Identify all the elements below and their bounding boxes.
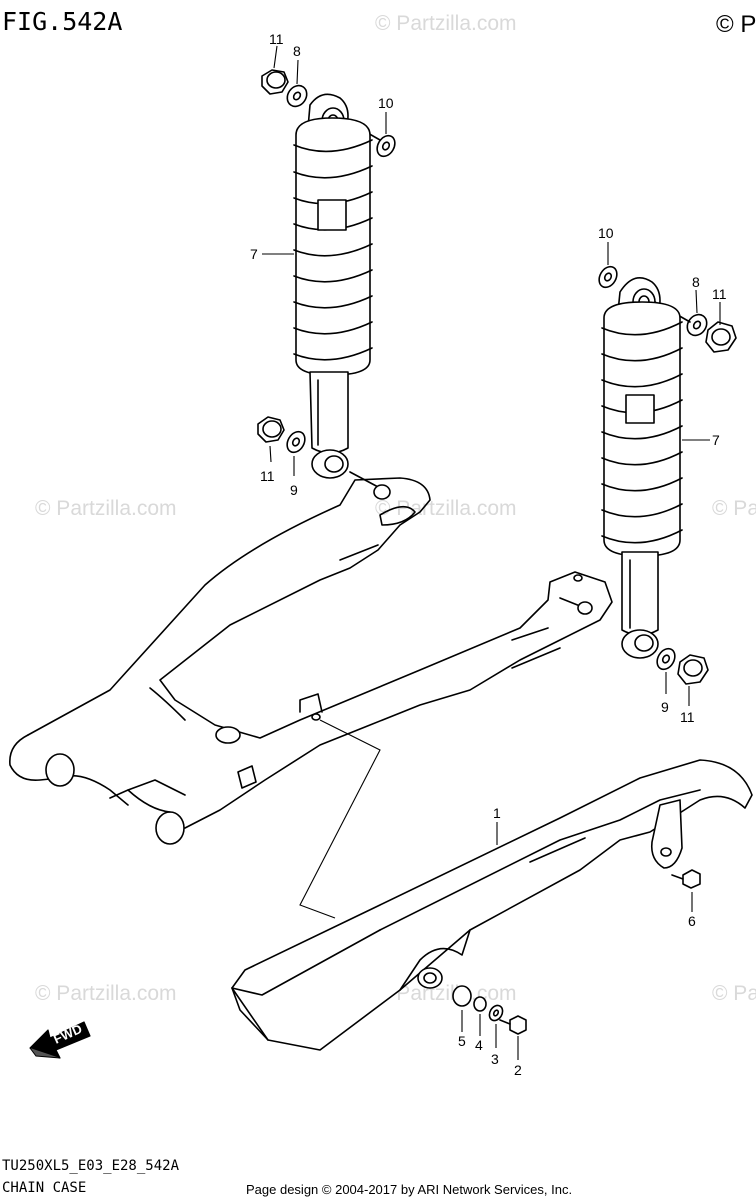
callout-cushion: 5 bbox=[458, 1033, 466, 1049]
section-name: CHAIN CASE bbox=[2, 1180, 86, 1196]
washer-icon bbox=[488, 1004, 504, 1022]
spring-coils bbox=[601, 301, 683, 557]
washer-icon bbox=[286, 430, 306, 454]
callout-washer: 8 bbox=[692, 274, 700, 290]
callout-bolt: 2 bbox=[514, 1062, 522, 1078]
watermark: © Partzilla.com bbox=[35, 497, 177, 520]
watermark: © Partzilla.com bbox=[375, 497, 517, 520]
bolt-icon bbox=[671, 869, 701, 889]
shock-absorber-left[interactable]: 11 8 10 7 11 9 bbox=[250, 31, 398, 498]
bolt-icon bbox=[499, 1015, 527, 1035]
collar-icon bbox=[473, 996, 487, 1012]
washer-icon bbox=[286, 84, 308, 108]
washer-icon bbox=[376, 134, 396, 158]
swingarm bbox=[9, 471, 613, 845]
chain-case[interactable]: 1 6 5 4 3 2 bbox=[231, 719, 753, 1078]
cap-nut-icon bbox=[261, 69, 289, 95]
callout-bolt: 6 bbox=[688, 913, 696, 929]
watermark: © Partzilla.com bbox=[712, 497, 756, 520]
model-code: TU250XL5_E03_E28_542A bbox=[2, 1158, 180, 1174]
callout-washer: 3 bbox=[491, 1051, 499, 1067]
callout-washer: 9 bbox=[661, 699, 669, 715]
cap-nut-icon bbox=[677, 654, 709, 685]
callout-nut: 11 bbox=[260, 468, 275, 484]
washer-icon bbox=[598, 265, 618, 289]
watermark: © Partzilla.com bbox=[712, 982, 756, 1005]
callout-washer: 8 bbox=[293, 43, 301, 59]
washer-icon bbox=[686, 313, 708, 337]
cap-nut-icon bbox=[705, 321, 737, 353]
callout-washer: 10 bbox=[598, 225, 614, 241]
callout-nut: 11 bbox=[269, 31, 284, 47]
cap-nut-icon bbox=[257, 416, 285, 443]
page-design-credit: Page design © 2004-2017 by ARI Network S… bbox=[246, 1182, 572, 1197]
watermark: © Partzilla.com bbox=[35, 982, 177, 1005]
callout-shock-absorber: 7 bbox=[712, 432, 720, 448]
figure-title: FIG.542A bbox=[2, 7, 122, 36]
callout-chain-case: 1 bbox=[493, 805, 501, 821]
corner-copyright-mark: © P bbox=[716, 11, 756, 38]
callout-washer: 9 bbox=[290, 482, 298, 498]
callout-shock-absorber: 7 bbox=[250, 246, 258, 262]
watermark: © Partzilla.com bbox=[375, 12, 517, 35]
fwd-arrow-icon: FWD bbox=[29, 1021, 91, 1059]
spring-coils bbox=[293, 117, 373, 376]
callout-nut: 11 bbox=[712, 286, 727, 302]
callout-nut: 11 bbox=[680, 709, 695, 725]
callout-collar: 4 bbox=[475, 1037, 483, 1053]
cushion-icon bbox=[452, 985, 472, 1007]
washer-icon bbox=[656, 647, 676, 671]
shock-absorber-right[interactable]: 10 8 11 7 9 11 bbox=[596, 225, 737, 725]
callout-washer: 10 bbox=[378, 95, 394, 111]
